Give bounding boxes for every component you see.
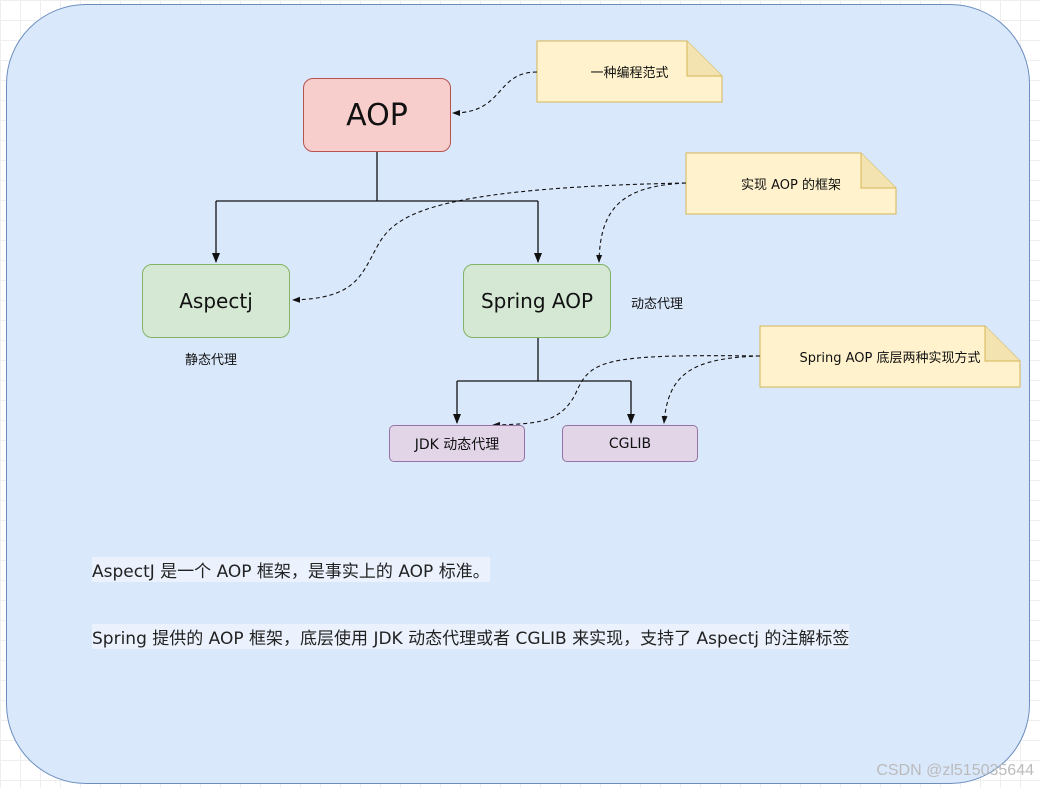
label-static-proxy: 静态代理 [185,353,238,368]
paragraph-aspectj: AspectJ 是一个 AOP 框架，是事实上的 AOP 标准。 [92,557,490,582]
note-paradigm: 一种编程范式 [590,66,669,81]
node-jdk-proxy: JDK 动态代理 [389,425,525,462]
note-paradigm-shape [536,40,723,103]
label-dynamic-proxy: 动态代理 [631,297,684,312]
note-underlying-shape [759,325,1021,388]
dashed-paradigm-to-aop [452,71,538,116]
diagram-container [6,4,1030,784]
note-framework: 实现 AOP 的框架 [740,178,841,193]
note-framework-shape [685,152,897,215]
node-spring-aop: Spring AOP [463,264,611,338]
note-underlying: Spring AOP 底层两种实现方式 [799,351,981,366]
dashed-framework-to-spring [596,182,687,263]
node-aspectj: Aspectj [142,264,290,338]
node-aop: AOP [303,78,451,152]
watermark: CSDN @zl515035644 [876,762,1034,779]
dashed-underlying-to-jdk [492,355,761,428]
node-cglib: CGLIB [562,425,698,462]
paragraph-spring: Spring 提供的 AOP 框架，底层使用 JDK 动态代理或者 CGLIB … [92,624,850,649]
dashed-underlying-to-cglib [661,355,761,424]
